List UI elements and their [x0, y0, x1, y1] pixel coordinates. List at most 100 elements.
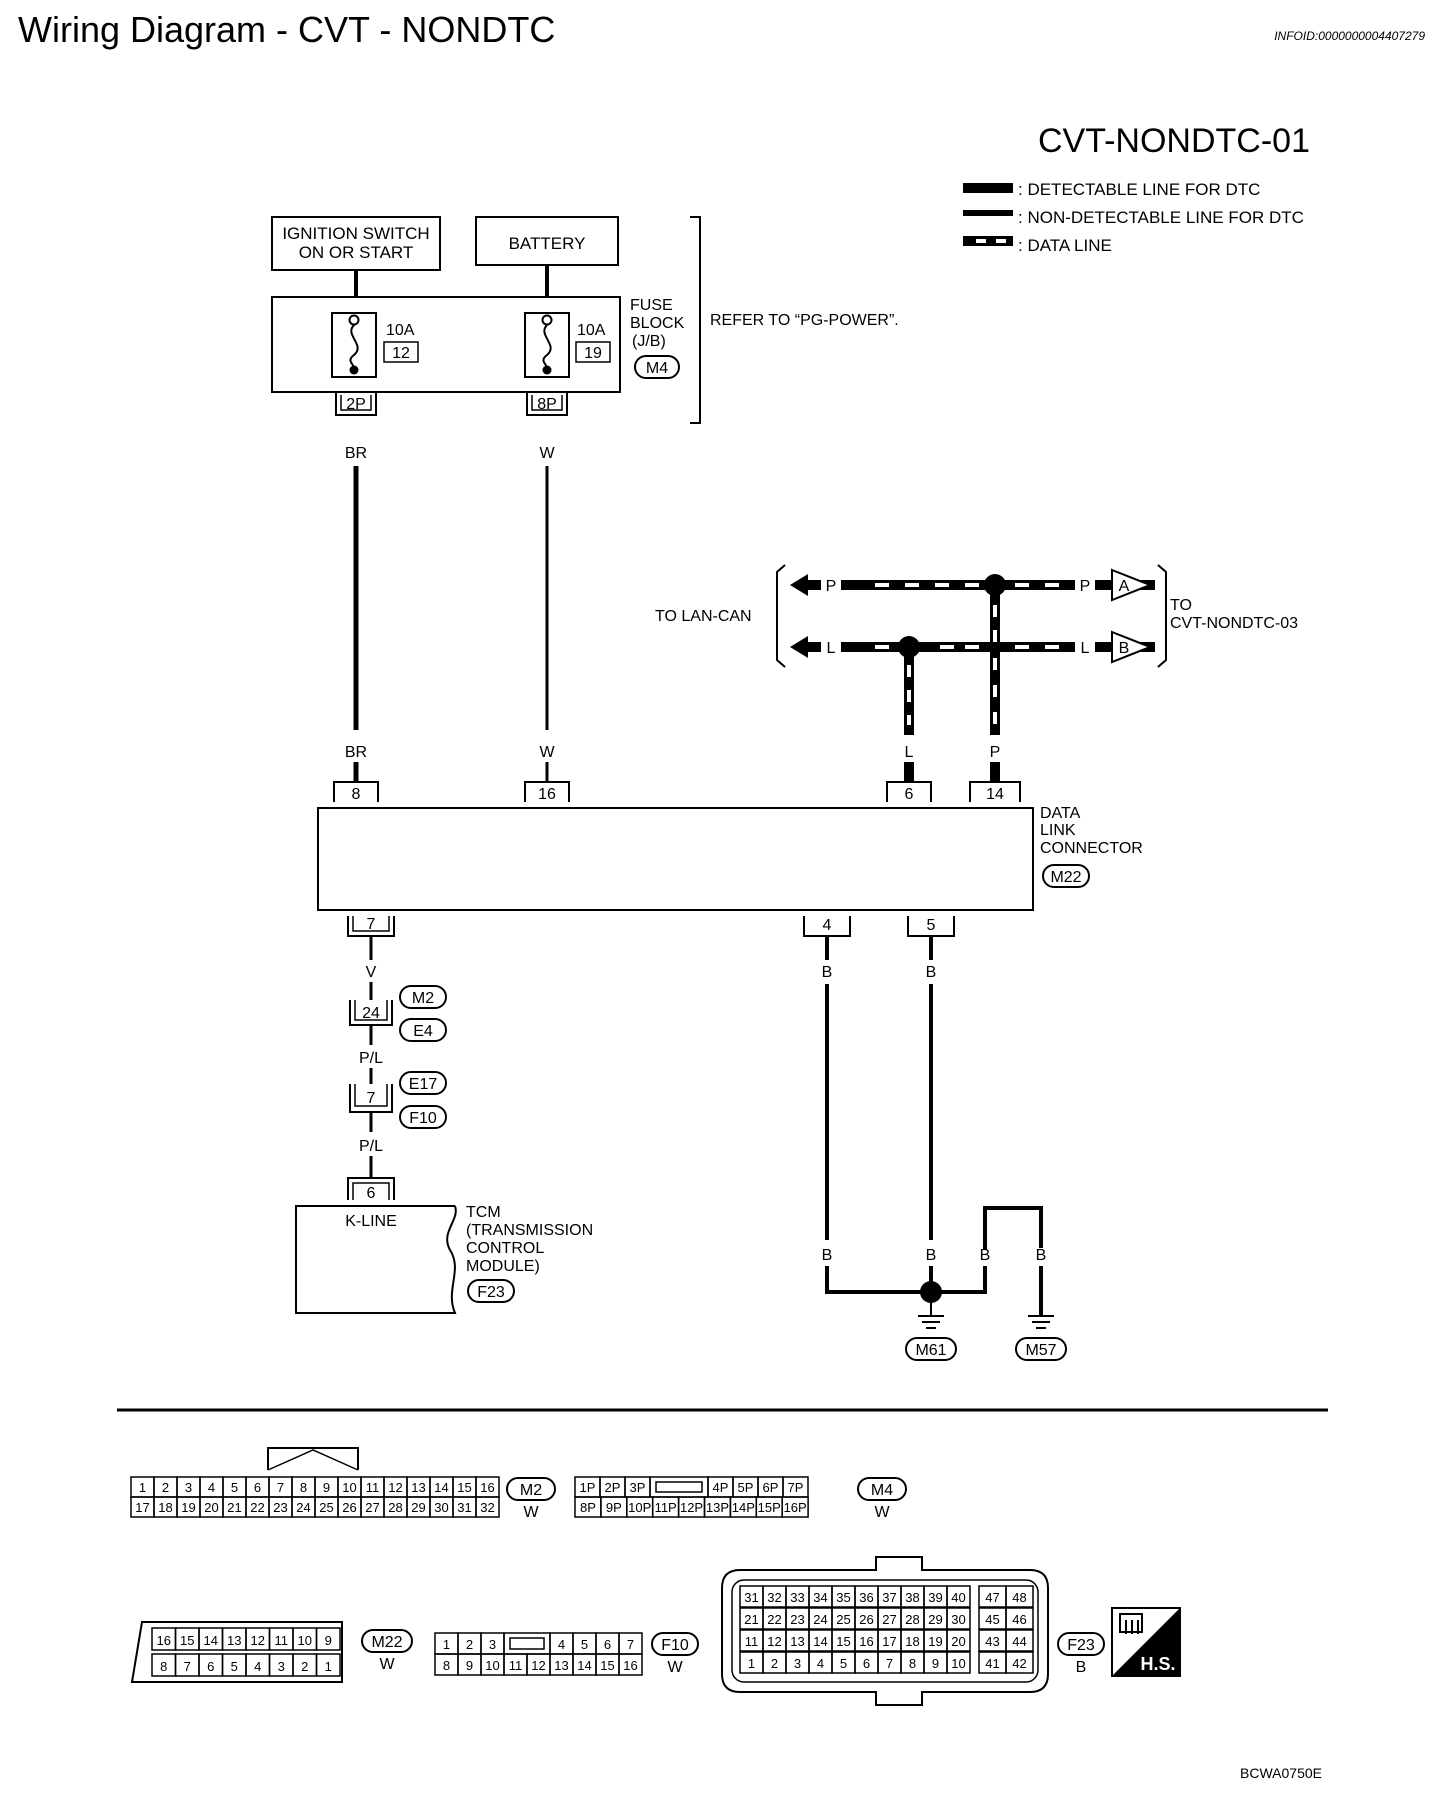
pin-label: 10 [951, 1656, 965, 1671]
pin-label: 14 [577, 1658, 591, 1673]
pin-label: 11P [655, 1500, 677, 1515]
pin-label: 12P [680, 1500, 703, 1515]
pin-label: 36 [859, 1590, 873, 1605]
dlc-pin-6: 6 [905, 786, 914, 803]
hs-harness-side-icon: H.S. [1111, 1607, 1181, 1677]
pin-label: 8 [160, 1659, 167, 1674]
pin-label: 2P [605, 1480, 621, 1495]
svg-text:24: 24 [362, 1005, 380, 1022]
pin-label: 3 [489, 1637, 496, 1652]
pin-label: 17 [882, 1634, 896, 1649]
pin-label: 14 [204, 1633, 218, 1648]
svg-text:W: W [874, 1504, 890, 1521]
legend-data-line: : DATA LINE [1018, 236, 1112, 255]
pin-label: 3 [794, 1656, 801, 1671]
flag-b: B [1119, 640, 1130, 657]
fuse-block: 10A 12 10A 19 [271, 296, 621, 393]
pin-label: 26 [859, 1612, 873, 1627]
pin-label: 9 [466, 1658, 473, 1673]
ground-icon [918, 1315, 944, 1329]
pin-label: 3 [278, 1659, 285, 1674]
pin-label: 47 [985, 1590, 999, 1605]
svg-text:K-LINE: K-LINE [345, 1213, 397, 1230]
fuse-2-rating: 10A [577, 322, 606, 339]
pin-label: 46 [1012, 1612, 1026, 1627]
pin-label: 1 [139, 1480, 146, 1495]
pin-label: 26 [342, 1500, 356, 1515]
wire-label-pl-1: P/L [359, 1050, 383, 1067]
pin-label: 6P [763, 1480, 779, 1495]
info-id: INFOID:0000000004407279 [1274, 29, 1425, 43]
battery-label: BATTERY [509, 234, 586, 253]
tcm-module: 6 K-LINE [295, 1177, 457, 1314]
pin-label: 19 [928, 1634, 942, 1649]
pin-label: 12 [388, 1480, 402, 1495]
joint-connector-e17-f10: 7 E17 F10 [349, 1071, 447, 1129]
refer-pg-power: REFER TO “PG-POWER”. [710, 312, 899, 329]
connector-tag-f23: F23 [467, 1279, 515, 1303]
fuse-2-number: 19 [584, 345, 602, 362]
pin-label: 10 [342, 1480, 356, 1495]
pin-label: 25 [319, 1500, 333, 1515]
ignition-switch: IGNITION SWITCH ON OR START [271, 216, 441, 271]
pin-label: 24 [296, 1500, 310, 1515]
pin-label: 22 [767, 1612, 781, 1627]
pin-label: 32 [480, 1500, 494, 1515]
pin-label: 10 [298, 1633, 312, 1648]
svg-text:W: W [523, 1504, 539, 1521]
pin-label: 15 [836, 1634, 850, 1649]
dlc-label-1: DATA [1040, 805, 1081, 822]
pin-label: 16 [157, 1633, 171, 1648]
pin-label: 22 [250, 1500, 264, 1515]
pin-label: 20 [204, 1500, 218, 1515]
wire-label-pl-2: P/L [359, 1138, 383, 1155]
wire-label-b-g4: B [1036, 1247, 1047, 1264]
pin-label: 8 [443, 1658, 450, 1673]
dlc-top-pins: 8 16 6 14 [333, 781, 1021, 803]
dlc-pin-5: 5 [927, 917, 936, 934]
fuse-icon [331, 312, 377, 378]
svg-text:M2: M2 [412, 990, 434, 1007]
dlc-pin-16: 16 [538, 786, 556, 803]
wire-label-b-4: B [822, 964, 833, 981]
pin-label: 8 [300, 1480, 307, 1495]
legend: : DETECTABLE LINE FOR DTC : NON-DETECTAB… [963, 180, 1304, 255]
can-wire-l-right: L [1081, 640, 1090, 657]
wire-label-b-g1: B [822, 1247, 833, 1264]
wire-label-br-top: BR [345, 445, 367, 462]
svg-text:F23: F23 [1067, 1637, 1095, 1654]
pin-label: 32 [767, 1590, 781, 1605]
pin-label: 4 [254, 1659, 261, 1674]
wire-label-b-g2: B [926, 1247, 937, 1264]
fuse-1-number: 12 [392, 345, 410, 362]
to-cvt-label-1: TO [1170, 597, 1192, 614]
pin-label: 6 [604, 1637, 611, 1652]
svg-text:7: 7 [367, 1090, 376, 1107]
pin-label: 11 [509, 1658, 523, 1673]
pin-label: 5 [231, 1480, 238, 1495]
pin-label: 3P [630, 1480, 646, 1495]
pin-label: 4P [713, 1480, 729, 1495]
pin-label: 10P [628, 1500, 651, 1515]
dlc-label-3: CONNECTOR [1040, 840, 1143, 857]
wire-label-v: V [366, 964, 377, 981]
pin-label: 27 [365, 1500, 379, 1515]
dlc-pin-8: 8 [352, 786, 361, 803]
pin-label: 7 [277, 1480, 284, 1495]
pin-label: 5 [231, 1659, 238, 1674]
connector-tag-m4-view: M4 W [857, 1477, 907, 1521]
connector-tag-f10-view: F10 W [651, 1632, 699, 1676]
pin-label: 12 [767, 1634, 781, 1649]
pin-label: 31 [457, 1500, 471, 1515]
svg-text:2P: 2P [346, 396, 366, 413]
pin-label: 6 [254, 1480, 261, 1495]
dlc-label-2: LINK [1040, 822, 1076, 839]
pin-label: 21 [744, 1612, 758, 1627]
pin-label: 45 [985, 1612, 999, 1627]
terminal-2p: 2P [335, 392, 377, 416]
pin-label: 35 [836, 1590, 850, 1605]
